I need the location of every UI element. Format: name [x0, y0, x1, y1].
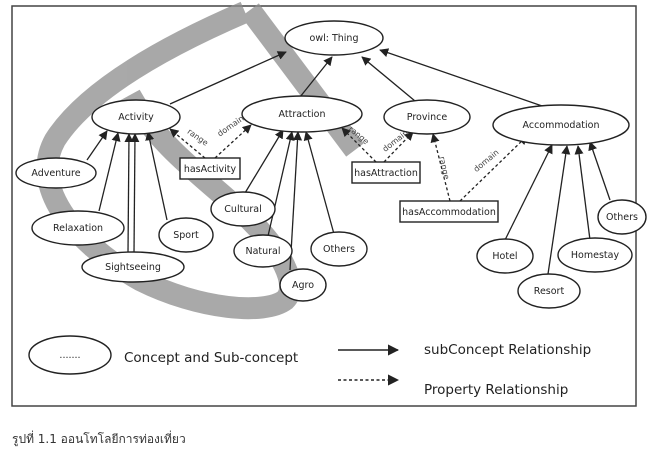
label-range-activity: range — [186, 127, 210, 148]
legend-ellipse-placeholder: ....... — [59, 350, 80, 361]
edge-province-thing — [361, 56, 416, 102]
node-agro: Agro — [279, 268, 327, 302]
edge-relaxation-activity — [98, 132, 121, 212]
edge-sightseeing-activity — [124, 133, 134, 254]
node-attraction: Attraction — [241, 95, 363, 133]
edge-hasaccommodation-range — [430, 133, 451, 202]
node-others-attraction-label: Others — [323, 244, 355, 255]
node-natural: Natural — [233, 234, 293, 268]
legend-subconcept-label: subConcept Relationship — [424, 342, 591, 358]
property-edges — [169, 124, 528, 202]
node-province: Province — [383, 99, 471, 135]
edge-hasattraction-range — [341, 127, 377, 163]
property-hasaccommodation: hasAccommodation — [399, 200, 499, 223]
node-sightseeing: Sightseeing — [81, 251, 185, 283]
node-sightseeing-label: Sightseeing — [105, 262, 161, 273]
edge-resort-accommodation — [547, 145, 571, 275]
edge-adventure-activity — [86, 130, 108, 161]
property-hasaccommodation-label: hasAccommodation — [402, 207, 496, 218]
property-hasactivity: hasActivity — [179, 157, 241, 180]
edge-hasactivity-range — [169, 128, 206, 159]
edge-others-attraction — [303, 131, 335, 235]
edge-attraction-thing — [299, 56, 333, 98]
node-sport-label: Sport — [173, 230, 199, 241]
subconcept-edges — [86, 48, 611, 275]
edge-cultural-attraction — [244, 129, 284, 194]
edge-hotel-accommodation — [504, 144, 553, 241]
label-range-accommodation: range — [437, 156, 451, 181]
node-sport: Sport — [158, 217, 214, 253]
node-attraction-label: Attraction — [279, 109, 326, 120]
edge-natural-attraction — [267, 131, 295, 237]
property-boxes: hasActivity hasAttraction hasAccommodati… — [179, 157, 499, 223]
edge-sport-activity — [145, 131, 168, 221]
node-accommodation-label: Accommodation — [523, 120, 600, 131]
node-others-attraction: Others — [310, 231, 368, 267]
edge-activity-thing — [169, 51, 287, 105]
node-others-accommodation-label: Others — [606, 212, 638, 223]
label-domain-accommodation: domain — [472, 148, 501, 174]
property-hasactivity-label: hasActivity — [184, 164, 237, 175]
property-hasattraction: hasAttraction — [351, 161, 421, 184]
node-activity-label: Activity — [118, 112, 154, 123]
edge-hasaccommodation-domain — [459, 135, 528, 202]
node-agro-label: Agro — [292, 280, 314, 291]
node-natural-label: Natural — [245, 246, 280, 257]
node-relaxation-label: Relaxation — [53, 223, 103, 234]
edge-accommodation-thing — [379, 48, 546, 108]
legend: ....... Concept and Sub-concept subConce… — [28, 335, 591, 398]
node-resort: Resort — [517, 273, 581, 309]
edge-homestay-accommodation — [574, 145, 591, 241]
node-hotel: Hotel — [476, 238, 534, 274]
node-thing: owl: Thing — [284, 20, 384, 56]
node-cultural: Cultural — [210, 191, 276, 227]
edge-sightseeing-activity-2 — [130, 133, 140, 254]
legend-concept-label: Concept and Sub-concept — [124, 350, 298, 366]
edge-hasactivity-domain — [214, 124, 252, 159]
node-accommodation: Accommodation — [492, 104, 630, 146]
node-homestay: Homestay — [557, 237, 633, 273]
node-province-label: Province — [407, 112, 448, 123]
node-resort-label: Resort — [534, 286, 565, 297]
edge-others-accommodation — [588, 141, 611, 201]
node-cultural-label: Cultural — [224, 204, 261, 215]
node-relaxation: Relaxation — [31, 210, 125, 246]
node-adventure-label: Adventure — [31, 168, 80, 179]
node-thing-label: owl: Thing — [310, 33, 359, 44]
node-hotel-label: Hotel — [492, 251, 517, 262]
edge-hasattraction-domain — [383, 131, 414, 163]
property-hasattraction-label: hasAttraction — [354, 168, 418, 179]
node-adventure: Adventure — [15, 157, 97, 189]
node-homestay-label: Homestay — [571, 250, 620, 261]
legend-concept-ellipse — [28, 335, 112, 375]
concept-nodes: owl: Thing Activity Attraction Province … — [15, 20, 647, 309]
node-others-accommodation: Others — [597, 199, 647, 235]
node-activity: Activity — [91, 99, 181, 135]
legend-property-label: Property Relationship — [424, 382, 568, 398]
figure-caption: รูปที่ 1.1 ออนโทโลยีการท่องเที่ยว — [12, 432, 186, 446]
